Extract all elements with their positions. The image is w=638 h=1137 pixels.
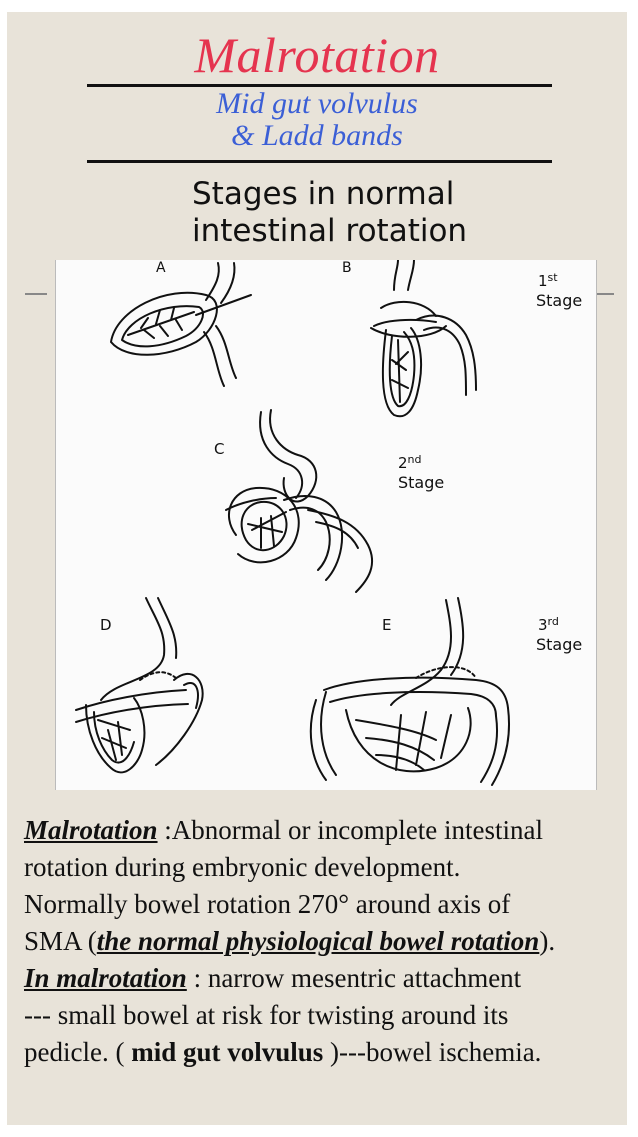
label-e: E	[382, 616, 391, 634]
drawing-e	[309, 597, 511, 786]
body-line-1-text: :Abnormal or incomplete intestinal	[157, 815, 543, 845]
slide-title: Malrotation	[194, 27, 440, 83]
label-a: A	[156, 260, 166, 276]
slide: Malrotation Mid gut volvulus & Ladd band…	[7, 12, 627, 1125]
stages-heading: Stages in normal intestinal rotation	[192, 176, 552, 250]
subtitle-line-1: Mid gut volvulus	[216, 87, 418, 120]
body-line-7: pedicle. ( mid gut volvulus )---bowel is…	[24, 1034, 614, 1071]
body-line-2: rotation during embryonic development.	[24, 852, 461, 882]
rotation-diagram: A B C D E 1st Stage 2nd Stage 3rd	[55, 260, 597, 790]
stage-3-word: Stage	[536, 635, 582, 654]
stage-2-suffix: nd	[408, 453, 422, 466]
mid-gut-volvulus-phrase: mid gut volvulus	[131, 1037, 324, 1067]
body-line-4-pre: SMA (	[24, 926, 97, 956]
drawing-a	[110, 262, 252, 387]
rotation-diagram-svg: A B C D E 1st Stage 2nd Stage 3rd	[75, 260, 582, 786]
label-b: B	[342, 260, 352, 276]
right-accent-line	[592, 293, 614, 295]
svg-text:1st: 1st	[538, 271, 558, 290]
body-line-7-pre: pedicle. (	[24, 1037, 132, 1067]
body-line-5: In malrotation : narrow mesentric attach…	[24, 960, 614, 997]
body-line-1: Malrotation :Abnormal or incomplete inte…	[24, 812, 614, 849]
body-line-7-post: )---bowel ischemia.	[323, 1037, 542, 1067]
stage-1-ordinal: 1	[538, 272, 548, 290]
body-line-6: --- small bowel at risk for twisting aro…	[24, 1000, 509, 1030]
subtitle-line-2: & Ladd bands	[231, 119, 403, 152]
stage-3-suffix: rd	[548, 615, 559, 628]
drawing-b	[370, 260, 477, 418]
body-line-4-post: ).	[539, 926, 556, 956]
definition-text: Malrotation :Abnormal or incomplete inte…	[24, 812, 614, 1071]
svg-text:2nd: 2nd	[398, 453, 422, 472]
stage-2-word: Stage	[398, 473, 444, 492]
stages-heading-line-1: Stages in normal	[192, 176, 455, 212]
malrotation-term: Malrotation	[24, 815, 158, 845]
normal-rotation-phrase: the normal physiological bowel rotation	[96, 926, 540, 956]
body-line-4: SMA (the normal physiological bowel rota…	[24, 923, 614, 960]
panel-labels: A B C D E	[100, 260, 391, 634]
drawing-c	[225, 409, 374, 593]
label-c: C	[214, 440, 224, 458]
body-line-5-text: : narrow mesentric attachment	[186, 963, 522, 993]
stage-2-ordinal: 2	[398, 454, 408, 472]
svg-text:3rd: 3rd	[538, 615, 559, 634]
stage-3-ordinal: 3	[538, 616, 548, 634]
top-divider	[87, 84, 552, 87]
in-malrotation-term: In malrotation	[24, 963, 187, 993]
bottom-divider	[87, 160, 552, 163]
stage-1-suffix: st	[548, 271, 559, 284]
stage-1-word: Stage	[536, 291, 582, 310]
stage-1-label: 1st Stage	[536, 271, 582, 310]
body-line-3: Normally bowel rotation 270° around axis…	[24, 889, 511, 919]
stage-3-label: 3rd Stage	[536, 615, 582, 654]
stages-heading-line-2: intestinal rotation	[192, 213, 468, 249]
label-d: D	[100, 616, 112, 634]
drawing-d	[75, 597, 204, 774]
left-accent-line	[25, 293, 47, 295]
stage-2-label: 2nd Stage	[398, 453, 444, 492]
